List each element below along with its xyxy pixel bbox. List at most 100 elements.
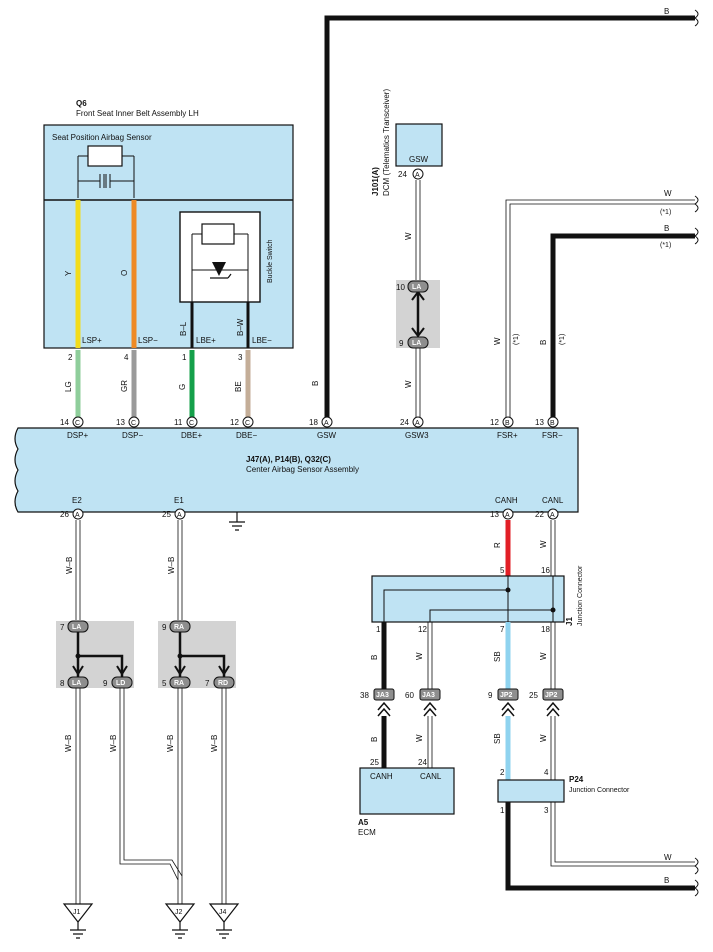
ctop-conn-1: C: [75, 420, 80, 427]
la-e2-label: LA: [72, 624, 81, 631]
q6-pin-name-2: LSP−: [138, 336, 158, 345]
la-out-pin: 8: [60, 679, 65, 688]
q6-pin-name-1: LSP+: [82, 336, 102, 345]
wire-label-gr: GR: [120, 380, 129, 392]
wire-label-j1-sb: SB: [493, 651, 502, 662]
la-out-conn: [67, 676, 89, 689]
wire-label-fsr-plus-top: W: [664, 189, 672, 198]
jp2-w-pin: 25: [529, 691, 538, 700]
ctop-num-5: 18: [309, 418, 318, 427]
rd-out-pin: 7: [205, 679, 210, 688]
ctop-conn-5: A: [324, 420, 329, 427]
la-dcm-top-label: LA: [412, 284, 421, 291]
ra-out-pin: 5: [162, 679, 167, 688]
wire-label-fsr-plus: W: [493, 337, 502, 345]
ctop-num-7: 12: [490, 418, 499, 427]
wire-label-fsr-minus: B: [539, 340, 548, 345]
ctop-conn-7: B: [505, 420, 510, 427]
la-dcm-pin-top: 10: [396, 283, 405, 292]
center-name: Center Airbag Sensor Assembly: [246, 465, 359, 474]
q6-pin-num-1: 2: [68, 353, 73, 362]
wire-label-b-l: B–L: [179, 321, 188, 336]
cbot-num-3: 13: [490, 510, 499, 519]
dcm-component: GSW J101(A) DCM (Telematics Transceiver)…: [371, 89, 443, 196]
la-dcm-bottom: [407, 336, 429, 349]
ctop-conn-4: C: [245, 420, 250, 427]
j1-junction-connector: J1 Junction Connector 5 16 1 12 7 18: [371, 565, 584, 634]
wire-label-j1-w: W: [415, 652, 424, 660]
q6-belt-assembly: Q6 Front Seat Inner Belt Assembly LH Sea…: [43, 99, 294, 349]
ja3-w-pin: 60: [405, 691, 414, 700]
note-fsr-minus: (*1): [660, 242, 671, 249]
ecm-pin-num-25: 25: [370, 758, 379, 767]
sensor-element-icon: [87, 145, 123, 167]
wire-fsr-plus: [505, 199, 695, 418]
ra-e1-label: RA: [174, 624, 184, 631]
ctop-num-1: 14: [60, 418, 69, 427]
cbot-name-4: CANL: [542, 496, 564, 505]
q6-pin-name-4: LBE−: [252, 336, 272, 345]
wire-label-e1: W–B: [167, 557, 176, 574]
ld-out-pin: 9: [103, 679, 108, 688]
cbot-name-1: E2: [72, 496, 82, 505]
wire-label-fsr-minus-top: B: [664, 224, 669, 233]
wire-break-mark: [694, 9, 699, 27]
jp2-sb-label: JP2: [500, 692, 513, 699]
cbot-num-2: 25: [162, 510, 171, 519]
capacitor-icon: [99, 174, 111, 188]
wire-label-gsw: B: [311, 381, 320, 386]
cbot-name-3: CANH: [495, 496, 518, 505]
ctop-num-6: 24: [400, 418, 409, 427]
wire-label-b-w: B–W: [236, 318, 245, 336]
jp2-w-label: JP2: [545, 692, 558, 699]
center-top-pins: 14 C DSP+ 13 C DSP− 11 C DBE+ 12 C DBE− …: [60, 416, 563, 440]
j1-pin-18: 18: [541, 625, 550, 634]
p24-pin-1: 1: [500, 806, 505, 815]
ground-j1-label: J1: [73, 909, 81, 916]
ground-j4-label: J4: [219, 909, 227, 916]
ld-out-label: LD: [116, 680, 125, 687]
ecm-pin-num-24: 24: [418, 758, 427, 767]
ctop-num-4: 12: [230, 418, 239, 427]
q6-pin-num-2: 4: [124, 353, 129, 362]
dcm-name: DCM (Telematics Transceiver): [382, 89, 391, 196]
ra-e1-pin: 9: [162, 623, 167, 632]
q6-name: Front Seat Inner Belt Assembly LH: [76, 109, 199, 118]
ctop-name-4: DBE−: [236, 431, 257, 440]
j1-pin-7: 7: [500, 625, 505, 634]
ctop-name-7: FSR+: [497, 431, 518, 440]
ctop-conn-8: B: [550, 420, 555, 427]
center-box: [14, 427, 579, 513]
wire-label-ground-j4: W–B: [210, 735, 219, 752]
wire-label-j1-w2: W: [539, 652, 548, 660]
dcm-box: [395, 123, 443, 167]
q6-ref: Q6: [76, 99, 87, 108]
wire-gsw-b: [324, 15, 695, 420]
ld-out-conn: [111, 676, 133, 689]
wire-label-ecm-w: W: [415, 734, 424, 742]
wire-label-p24-sb: SB: [493, 733, 502, 744]
ground-j1-icon: J1: [62, 903, 94, 939]
p24-name: Junction Connector: [569, 787, 630, 794]
la-e2-pin: 7: [60, 623, 65, 632]
q6-sensor-label: Seat Position Airbag Sensor: [52, 133, 152, 142]
ctop-num-8: 13: [535, 418, 544, 427]
j1-pin-5: 5: [500, 566, 505, 575]
p24-ref: P24: [569, 775, 584, 784]
ctop-conn-2: C: [131, 420, 136, 427]
wire-label-e2: W–B: [65, 557, 74, 574]
wire-label-be: BE: [234, 381, 243, 392]
wire-label-ground-ld: W–B: [109, 735, 118, 752]
la-out-label: LA: [72, 680, 81, 687]
q6-pin-num-4: 3: [238, 353, 243, 362]
rd-out-label: RD: [218, 680, 228, 687]
note-fsr-plus-v: (*1): [513, 334, 520, 345]
jp2-w-conn: [542, 688, 564, 701]
wire-label-ground-j2: W–B: [166, 735, 175, 752]
jp2-sb-pin: 9: [488, 691, 493, 700]
ja3-b-label: JA3: [376, 692, 389, 699]
dcm-pin-name: GSW: [409, 155, 429, 164]
note-fsr-minus-v: (*1): [559, 334, 566, 345]
wire-fsr-minus: [550, 233, 695, 418]
